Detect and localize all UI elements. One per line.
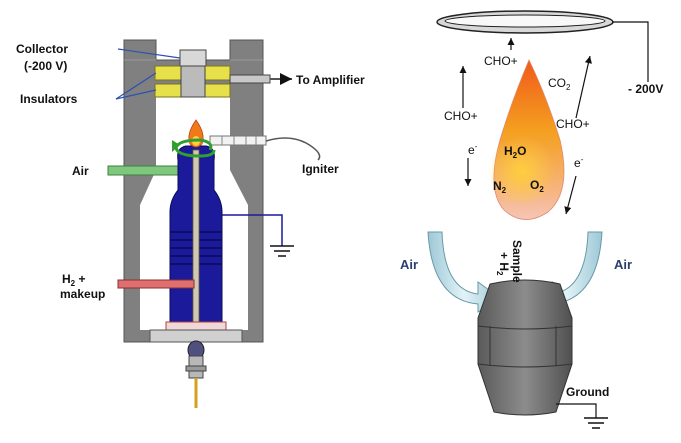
voltage-lead xyxy=(612,21,649,82)
air-label-right-left: Air xyxy=(400,257,418,272)
ion-label-top: CHO+ xyxy=(484,54,518,68)
h2-makeup-tube xyxy=(117,279,195,289)
co2-label: CO2 xyxy=(548,76,571,92)
collector-label: Collector xyxy=(16,42,68,56)
jet-capillary xyxy=(192,149,200,351)
igniter-body xyxy=(209,135,267,146)
ground-wire-right xyxy=(556,403,597,418)
o2-label: O2 xyxy=(530,178,544,194)
collector-electrode xyxy=(179,49,207,67)
ion-arrow-right xyxy=(575,55,592,119)
h2o-label: H2O xyxy=(504,144,526,160)
igniter-wire xyxy=(265,137,321,161)
electron-label-right: e- xyxy=(574,155,584,170)
amplifier-lead xyxy=(229,74,271,84)
insulator-pointer-2 xyxy=(115,89,157,100)
ground-label: Ground xyxy=(566,385,609,399)
ground-symbol-left xyxy=(270,245,294,257)
collector-voltage-label: (-200 V) xyxy=(24,59,67,73)
h2-label: H2 + xyxy=(62,272,85,288)
electron-arrow-right xyxy=(564,175,577,215)
igniter-label: Igniter xyxy=(302,162,339,176)
voltage-label: - 200V xyxy=(628,82,663,96)
insulators-label: Insulators xyxy=(20,92,78,106)
ground-symbol-right xyxy=(584,417,608,429)
sample-h2-label: + H2 xyxy=(495,252,511,276)
air-label-left: Air xyxy=(72,164,89,178)
amplifier-label: To Amplifier xyxy=(296,73,365,87)
insulator-pointer-1 xyxy=(115,72,157,100)
ion-label-left: CHO+ xyxy=(444,109,478,123)
n2-label: N2 xyxy=(493,179,507,195)
electron-label-left: e- xyxy=(468,142,478,157)
ionization-schematic xyxy=(427,10,649,429)
detector-cross-section xyxy=(107,39,321,408)
detector-base xyxy=(477,279,573,416)
ion-label-right: CHO+ xyxy=(556,117,590,131)
ground-wire-left xyxy=(222,214,283,246)
air-label-right-right: Air xyxy=(614,257,632,272)
sample-label: Sample xyxy=(510,240,524,283)
makeup-label: makeup xyxy=(60,287,105,301)
collector-pointer xyxy=(117,48,181,59)
